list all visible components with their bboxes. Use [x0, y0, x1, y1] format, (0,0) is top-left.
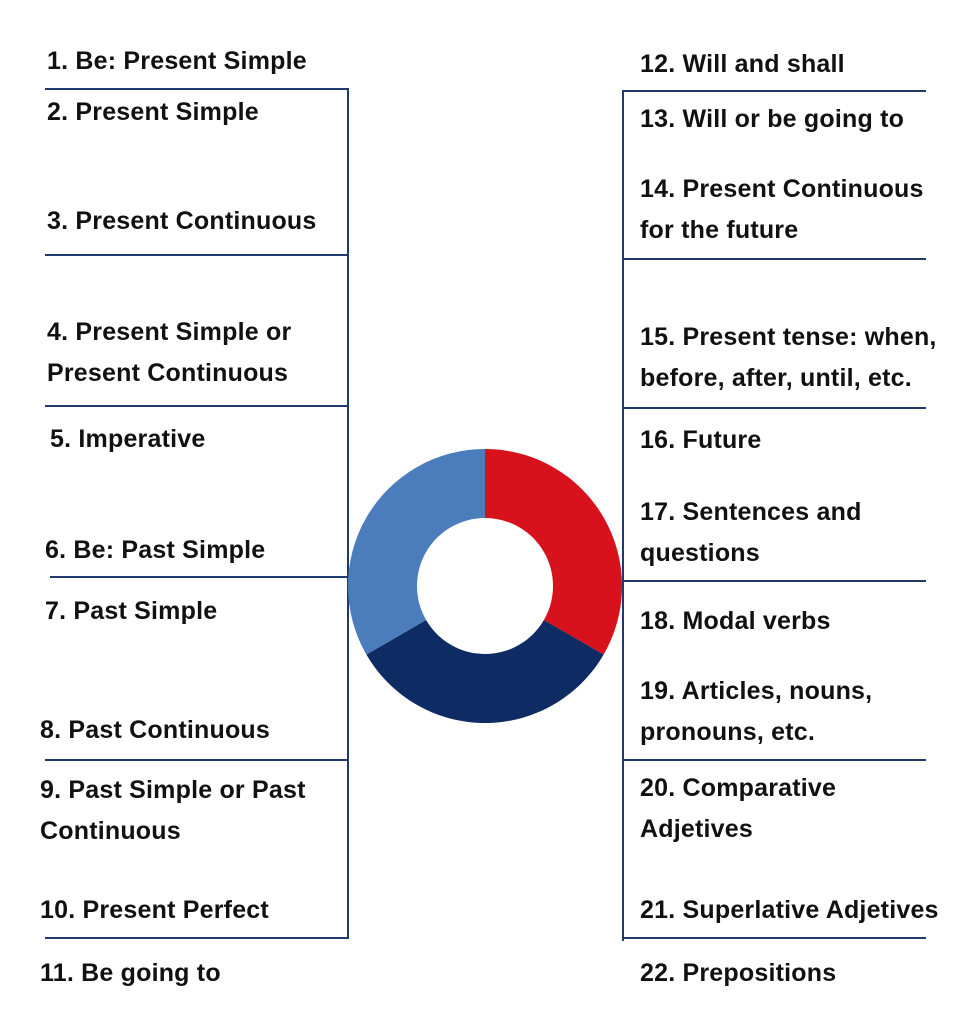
topic-label: 4. Present Simple or Present Continuous: [47, 318, 292, 387]
left-vertical-line: [347, 88, 349, 939]
right-divider: [622, 759, 926, 761]
donut-segment-navy: [366, 619, 604, 723]
right-divider: [622, 258, 926, 260]
donut-segment-blue: [347, 449, 485, 655]
topic-label: 6. Be: Past Simple: [45, 536, 266, 564]
topic-label: 12. Will and shall: [640, 50, 845, 78]
topic-label: 16. Future: [640, 426, 762, 454]
left-divider: [45, 937, 349, 939]
topic-label: 7. Past Simple: [45, 597, 218, 625]
topic-label: 5. Imperative: [50, 425, 206, 453]
topic-label: 13. Will or be going to: [640, 105, 905, 133]
left-divider: [45, 254, 349, 256]
topic-label: 14. Present Continuous for the future: [640, 175, 924, 244]
topic-label: 21. Superlative Adjetives: [640, 896, 939, 924]
topic-label: 15. Present tense: when, before, after, …: [640, 323, 937, 392]
left-divider: [50, 576, 354, 578]
topic-label: 9. Past Simple or Past Continuous: [40, 776, 306, 845]
topic-label: 8. Past Continuous: [40, 716, 271, 744]
donut-segment-red: [485, 449, 622, 655]
topic-label: 19. Articles, nouns, pronouns, etc.: [640, 677, 873, 746]
topic-label: 1. Be: Present Simple: [47, 47, 307, 75]
right-divider: [622, 580, 926, 582]
topic-label: 22. Prepositions: [640, 959, 837, 987]
right-divider: [622, 407, 926, 409]
right-vertical-line: [622, 90, 624, 941]
left-divider: [45, 88, 349, 90]
topic-label: 10. Present Perfect: [40, 896, 269, 924]
left-divider: [45, 405, 349, 407]
topic-label: 18. Modal verbs: [640, 607, 831, 635]
right-divider: [622, 937, 926, 939]
topic-label: 20. Comparative Adjetives: [640, 774, 837, 843]
topic-label: 2. Present Simple: [47, 98, 259, 126]
topic-label: 11. Be going to: [40, 959, 221, 987]
topic-label: 17. Sentences and questions: [640, 498, 862, 567]
topic-label: 3. Present Continuous: [47, 207, 317, 235]
right-divider: [622, 90, 926, 92]
left-divider: [45, 759, 349, 761]
